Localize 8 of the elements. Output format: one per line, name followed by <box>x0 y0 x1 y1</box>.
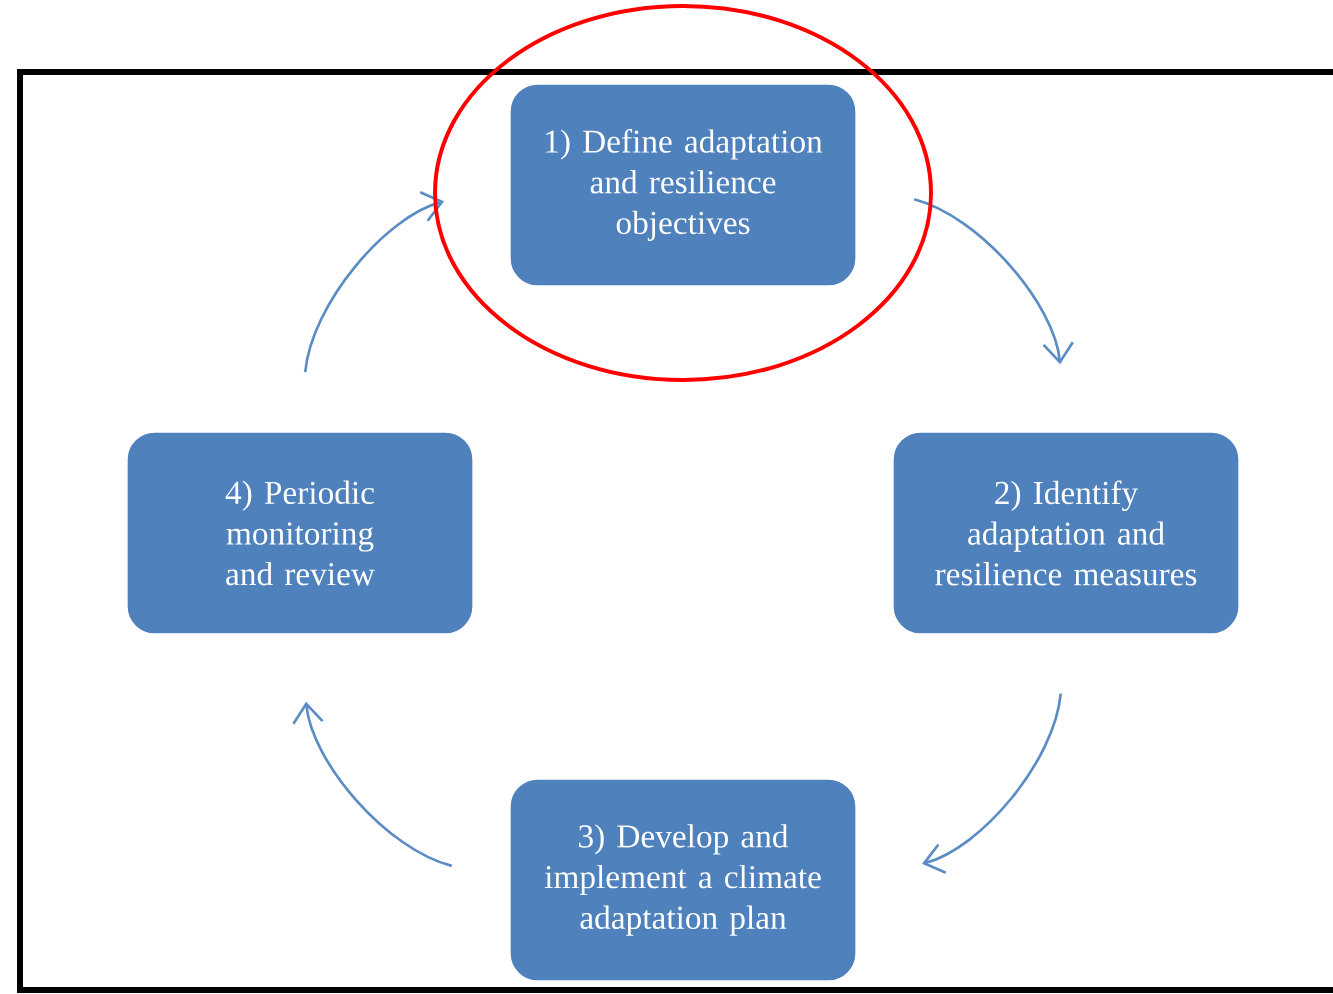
arrow <box>921 693 1063 875</box>
process-box: 1) Define adaptation and resilience objectives <box>506 80 860 290</box>
process-box: 2) Identify adaptation and resilience measures <box>889 428 1243 638</box>
process-box: 4) Periodic monitoring and review <box>123 428 477 638</box>
arrow <box>292 701 453 868</box>
process-box: 3) Develop and implement a climate adaptation plan <box>506 775 860 985</box>
arrow <box>303 191 445 373</box>
arrow <box>913 197 1074 365</box>
